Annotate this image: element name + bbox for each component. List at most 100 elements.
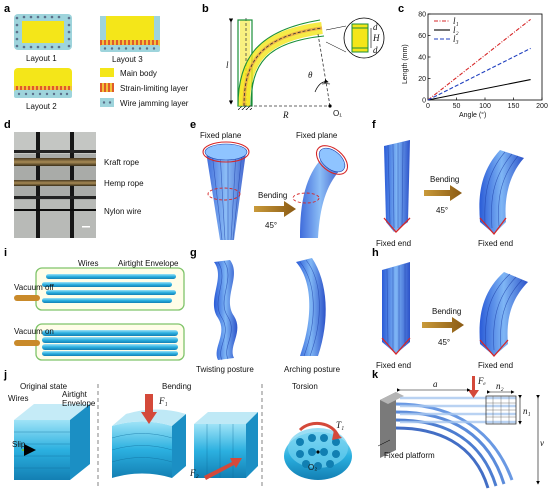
- twisting-posture-label: Twisting posture: [196, 365, 254, 374]
- vacuum-on-label: Vacuum on: [14, 327, 54, 336]
- panel-label-h: h: [372, 247, 379, 259]
- series-line-1: [427, 18, 531, 101]
- ground-hatch: [238, 106, 252, 110]
- x-tick-label: 50: [453, 103, 461, 110]
- panel-label-g: g: [190, 247, 197, 259]
- bending-angle-e: 45°: [265, 221, 277, 230]
- label-F2: F₂: [189, 468, 199, 478]
- scale-bar: [82, 226, 90, 228]
- panel-e-bending-plane: Fixed plane Fixed plane Bending 45°: [200, 131, 349, 241]
- layout2-graphic: [14, 68, 72, 98]
- kraft-rope-label: Kraft rope: [104, 158, 140, 167]
- x-axis-label: Angle (°): [459, 111, 486, 119]
- bending-angle-f: 45°: [436, 206, 448, 215]
- envelope-label-i: Airtight Envelope: [118, 259, 179, 268]
- label-O1: O₁: [333, 109, 342, 118]
- panel-k-cantilever: a Fₑ n₂ n₁ v Fixed platform: [377, 376, 544, 489]
- fixed-plane-left-label: Fixed plane: [200, 131, 242, 140]
- vacuum-off-label: Vacuum off: [14, 283, 55, 292]
- panel-d-photo: Kraft rope Hemp rope Nylon wire: [14, 132, 144, 238]
- panel-f-bending-end: Bending 45° Fixed end Fixed end: [376, 140, 524, 248]
- force-F2-arrow: [204, 458, 242, 480]
- panel-label-k: k: [372, 369, 379, 381]
- label-l: l: [226, 60, 229, 70]
- series-line-3: [427, 47, 531, 101]
- label-F1: F₁: [158, 396, 168, 406]
- label-n1: n₁: [523, 406, 531, 416]
- y-axis-label: Length (mm): [402, 44, 409, 84]
- layout1-graphic: [14, 14, 72, 50]
- bending-arrow-h: [422, 317, 464, 333]
- legend-strain-swatch: [100, 83, 114, 92]
- panel-label-e: e: [190, 119, 196, 131]
- hemp-rope-label: Hemp rope: [104, 179, 144, 188]
- layout2-label: Layout 2: [26, 102, 57, 111]
- fixed-end-right-f: Fixed end: [478, 239, 513, 248]
- bending-label-e: Bending: [258, 191, 287, 200]
- panel-label-d: d: [4, 119, 11, 131]
- envelope-label-j-2: Envelope: [62, 399, 96, 408]
- label-d-bottom: d: [373, 45, 378, 55]
- label-theta: θ: [308, 70, 313, 80]
- x-tick-label: 150: [508, 103, 520, 110]
- nylon-wire-label: Nylon wire: [104, 207, 142, 216]
- layout3-graphic: [100, 16, 160, 52]
- legend-main-swatch: [100, 68, 114, 77]
- label-T1: T₁: [336, 420, 344, 430]
- bending-arrow-e: [254, 201, 296, 217]
- y-tick-label: 40: [418, 55, 426, 62]
- layout1-label: Layout 1: [26, 54, 57, 63]
- panel-label-b: b: [202, 3, 209, 15]
- vacuum-tube-off: [14, 295, 40, 301]
- wires-label-j: Wires: [8, 394, 28, 403]
- legend-strain-label: Strain-limiting layer: [120, 84, 188, 93]
- legend-wire-label: Wire jamming layer: [120, 99, 189, 108]
- legend-wire-swatch: [100, 98, 114, 107]
- fixed-end-left-h: Fixed end: [376, 361, 411, 370]
- fixed-platform: [380, 392, 396, 458]
- panel-label-a: a: [4, 3, 11, 15]
- original-state-label: Original state: [20, 382, 68, 391]
- wires-label-i: Wires: [78, 259, 98, 268]
- panel-label-i: i: [4, 247, 7, 259]
- bending-arrow-f: [424, 185, 462, 201]
- slip-label: Slip: [12, 440, 26, 449]
- label-a: a: [433, 379, 438, 389]
- nylon-wire: [14, 209, 96, 211]
- arching-posture-label: Arching posture: [284, 365, 341, 374]
- force-Fe-arrow: [472, 376, 475, 392]
- panel-j-states: Original state Bending Torsion Wires Air…: [8, 382, 352, 488]
- arching-bundle: [296, 258, 326, 356]
- legend-label-2: l₂: [453, 25, 459, 35]
- panel-label-j: j: [3, 369, 7, 381]
- label-O2: O₂: [308, 463, 317, 472]
- envelope-label-j-1: Airtight: [62, 390, 88, 399]
- series-line-2: [427, 79, 531, 101]
- y-tick-label: 60: [418, 33, 426, 40]
- layout3-label: Layout 3: [112, 55, 143, 64]
- legend-label-3: l₃: [453, 34, 459, 44]
- bending-block-1: [111, 409, 186, 478]
- panel-label-f: f: [372, 119, 376, 131]
- label-R: R: [282, 110, 289, 120]
- twisting-bundle: [214, 260, 238, 360]
- panel-g-postures: Twisting posture Arching posture: [196, 258, 341, 374]
- panel-i-vacuum: Wires Airtight Envelope Vacuum off Vacuu…: [14, 259, 185, 361]
- fixed-end-left-f: Fixed end: [376, 239, 411, 248]
- label-Fe: Fₑ: [477, 376, 486, 386]
- label-n2: n₂: [496, 381, 504, 391]
- original-wire-cube: [14, 404, 90, 480]
- kraft-rope: [14, 158, 96, 166]
- hemp-rope: [14, 180, 96, 186]
- panel-b-bending-geometry: l R θ O₁ d H d: [226, 17, 385, 120]
- label-H: H: [372, 33, 380, 43]
- label-v: v: [540, 438, 544, 448]
- legend-main-label: Main body: [120, 69, 157, 78]
- x-tick-label: 0: [426, 103, 430, 110]
- y-tick-label: 0: [422, 98, 426, 105]
- bending-state-label: Bending: [162, 382, 191, 391]
- y-tick-label: 20: [418, 76, 426, 83]
- force-F1-arrow: [145, 394, 153, 414]
